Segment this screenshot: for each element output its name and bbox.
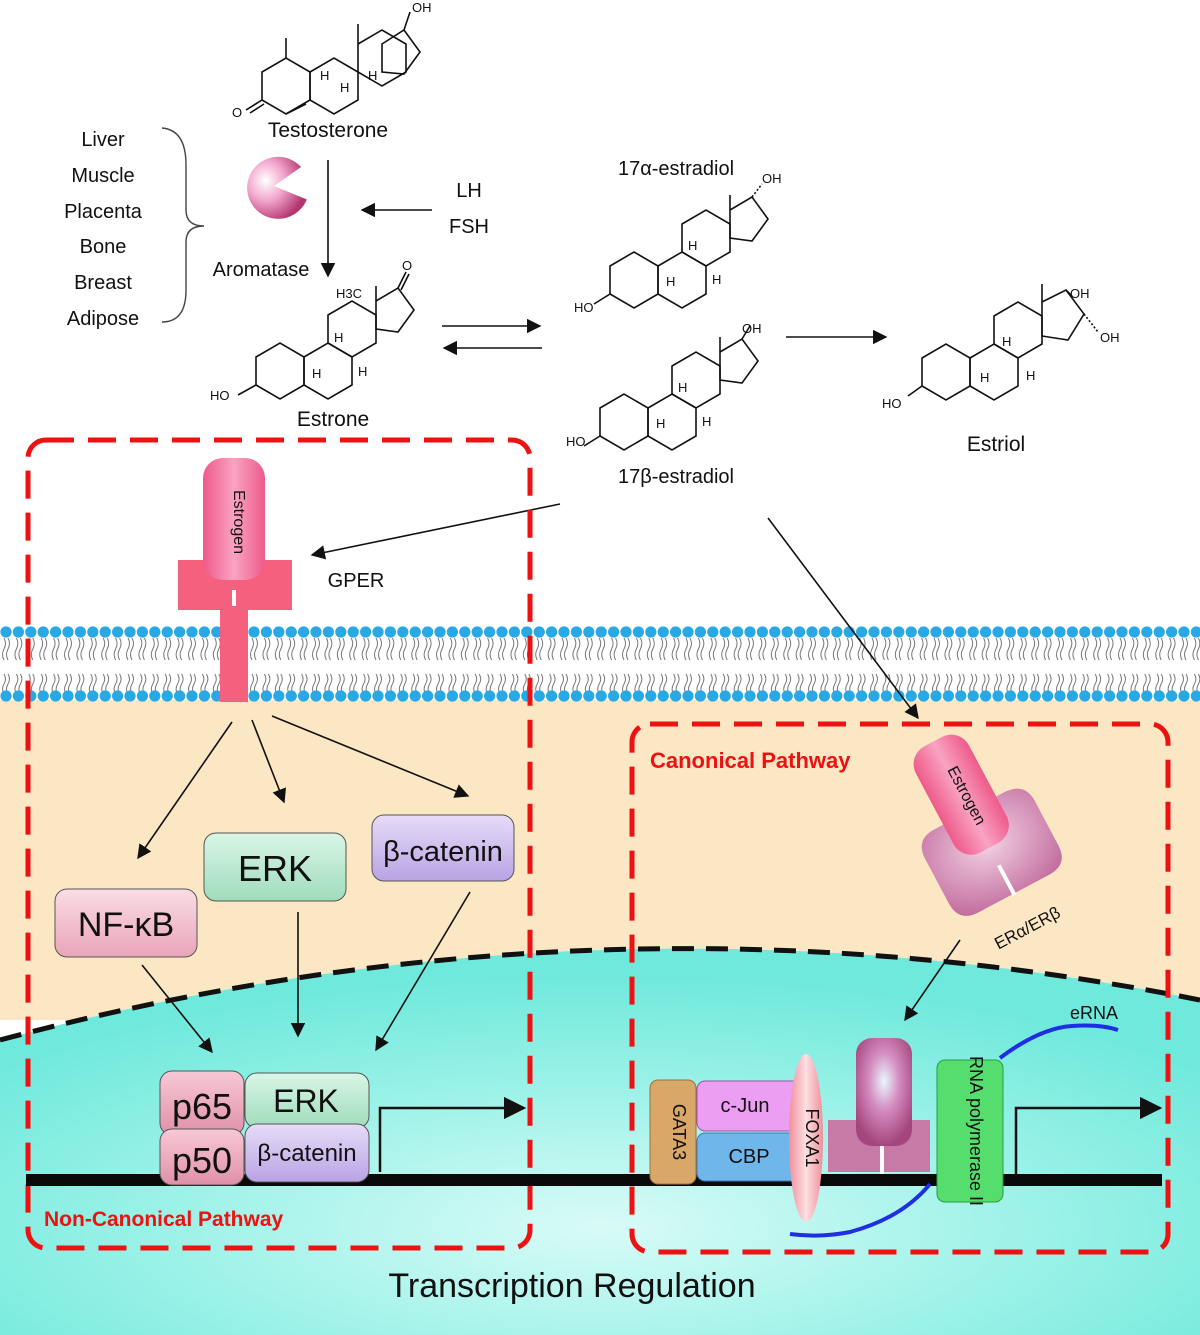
arrow-gper-to-nfkb [137,721,233,860]
beta-estradiol-label: 17β-estradiol [618,466,734,488]
arrow-estradiol-to-er [767,517,919,720]
estriol-structure: OH OH HO H H H [882,284,1120,411]
erna-strand-lower [789,1182,932,1238]
estrone-structure: O H3C H H H HO [210,258,415,403]
cjun-label: c-Jun [721,1095,770,1117]
estrone-h3c: H3C [336,286,362,301]
estrone-h1: H [334,330,343,345]
foxa1-ellipse [789,1054,823,1222]
nfkb-box [54,888,198,958]
tissue-muscle: Muscle [71,165,134,187]
aromatase-label: Aromatase [213,259,310,281]
alpha-estradiol-label: 17α-estradiol [618,158,734,180]
alpha-estradiol-h2: H [666,274,675,289]
cell-membrane [0,626,1200,702]
aromatase-icon [247,156,307,219]
noncanonical-pathway-title: Non-Canonical Pathway [44,1208,284,1231]
arrow-er-to-chromatin [904,939,961,1022]
beta-catenin-box [371,814,515,882]
erk-complex-label: ERK [273,1083,339,1119]
er-dna-complex [828,1038,930,1174]
foxa1-label: FOXA1 [802,1108,822,1167]
testosterone-h2: H [320,68,329,83]
gata3-box [649,1079,697,1185]
testosterone-h1: H [340,80,349,95]
arrow-gper-to-erk [251,719,286,804]
estriol-h2: H [980,370,989,385]
estriol-ho: HO [882,396,902,411]
nfkb-label: NF-κB [78,906,174,944]
tissue-adipose: Adipose [67,308,139,330]
testosterone-structure: O OH H H H [232,0,432,120]
tissue-liver: Liver [81,129,125,151]
gata3-label: GATA3 [669,1104,689,1160]
estriol-label: Estriol [967,433,1025,456]
beta-estradiol-h1: H [678,380,687,395]
transcription-arrow-noncanonical [378,1096,527,1172]
testosterone-label: Testosterone [268,119,388,142]
tissue-breast: Breast [74,272,132,294]
beta-catenin-complex-box [244,1123,370,1183]
arrow-betacatenin-to-complex [375,891,471,1052]
fsh-label: FSH [449,216,489,238]
nuclear-envelope [0,946,1200,1043]
arrow-estradiol-to-gper [310,503,561,560]
p65-label: p65 [172,1086,232,1127]
canonical-pathway-box [629,721,1171,1255]
arrow-gper-to-betacatenin [271,715,470,798]
transcription-regulation-title: Transcription Regulation [388,1267,755,1305]
beta-catenin-complex-label: β-catenin [257,1140,356,1167]
alpha-estradiol-h1: H [688,238,697,253]
beta-estradiol-h2: H [656,416,665,431]
beta-estradiol-ho: HO [566,434,586,449]
canonical-pathway-title: Canonical Pathway [650,748,851,773]
rna-polymerase-label: RNA polymerase II [966,1056,986,1206]
er-estrogen [913,734,1009,855]
erk-box [203,832,347,902]
tissue-placenta: Placenta [64,201,143,223]
noncanonical-pathway-box [25,437,533,1251]
beta-catenin-label: β-catenin [383,836,503,868]
tissue-brace [161,127,205,323]
er-receptor [913,734,1062,916]
gper-estrogen-label: Estrogen [230,490,247,554]
gper-label: GPER [328,570,385,592]
alpha-estradiol-structure: OH HO H H H [574,171,782,315]
tissue-list: Liver Muscle Placenta Bone Breast Adipos… [64,129,143,330]
estriol-oh-17: OH [1070,286,1090,301]
estrone-ho: HO [210,388,230,403]
alpha-estradiol-oh: OH [762,171,782,186]
beta-estradiol-h3: H [702,414,711,429]
estrone-h3: H [358,364,367,379]
erna-label: eRNA [1070,1003,1118,1023]
gper-receptor [178,458,292,702]
alpha-estradiol-h3: H [712,272,721,287]
estrone-label: Estrone [297,408,369,431]
estriol-h1: H [1002,334,1011,349]
testosterone-oxygen: O [232,105,242,120]
estriol-oh-16: OH [1100,330,1120,345]
cbp-label: CBP [728,1146,769,1168]
alpha-estradiol-ho: HO [574,300,594,315]
arrow-nfkb-to-complex [141,964,213,1054]
rna-polymerase-box [936,1059,1004,1203]
lh-label: LH [456,180,482,202]
tissue-bone: Bone [80,236,127,258]
p50-label: p50 [172,1140,232,1181]
erna-strand-upper [998,1023,1119,1060]
testosterone-oh: OH [412,0,432,15]
estrone-h2: H [312,366,321,381]
estrone-oxygen: O [402,258,412,273]
gper-estrogen [203,458,265,580]
transcription-arrow-canonical [1014,1096,1163,1174]
erk-label: ERK [238,848,312,889]
p50-box [159,1128,245,1186]
estriol-h3: H [1026,368,1035,383]
beta-estradiol-oh: OH [742,321,762,336]
beta-estradiol-structure: OH HO H H H [566,321,762,451]
testosterone-h3: H [368,68,377,83]
